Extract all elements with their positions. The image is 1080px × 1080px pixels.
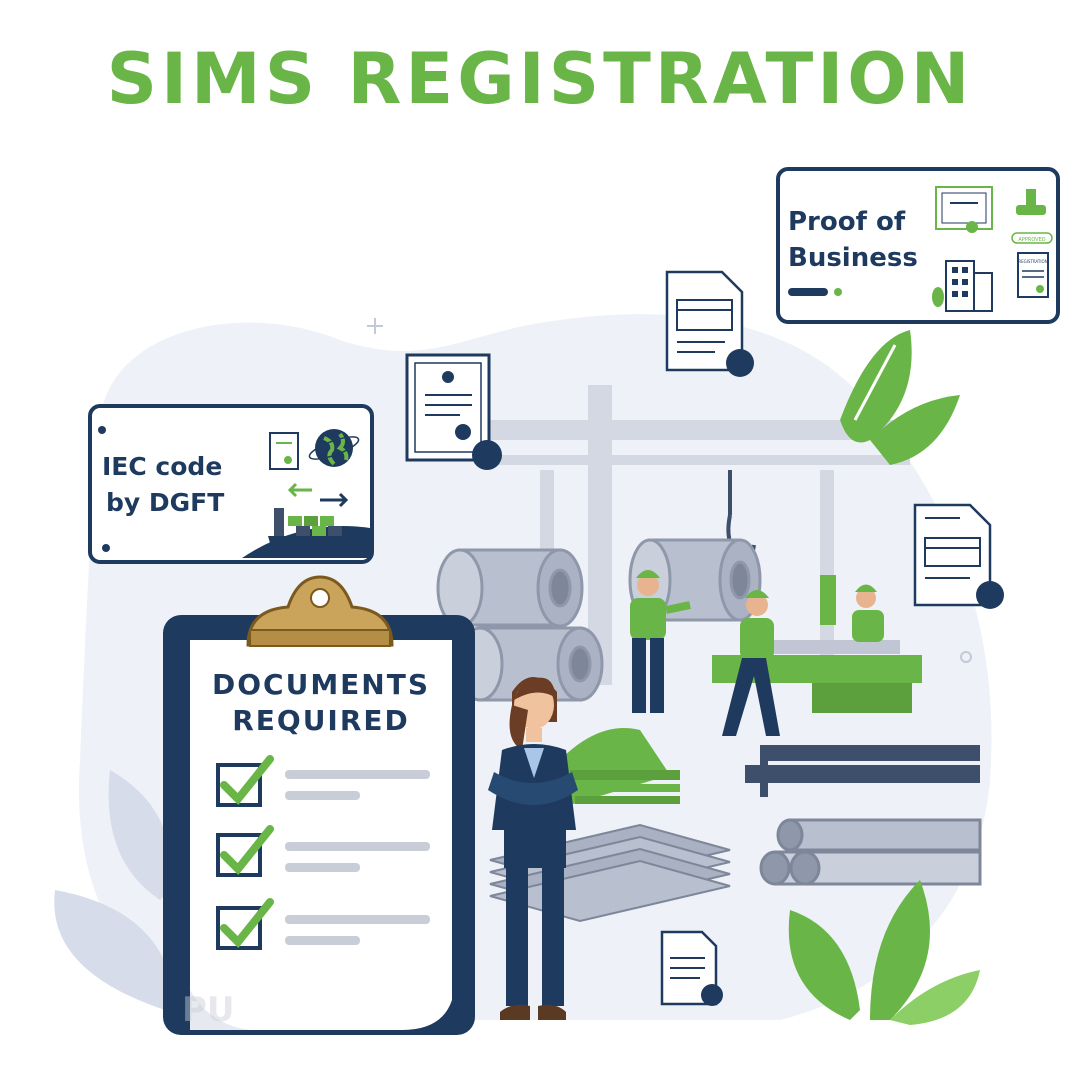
green-sheets [560, 728, 680, 805]
leaf-icon-bottom [788, 880, 980, 1025]
svg-text:REGISTRATION: REGISTRATION [1018, 259, 1047, 264]
document-icon-top [665, 270, 754, 377]
clipboard-clip [246, 575, 394, 647]
worker-2 [722, 590, 780, 736]
checkmark-icon [220, 898, 274, 948]
iec-code-card: IEC code by DGFT [88, 404, 374, 564]
worker-3 [852, 584, 884, 642]
proof-card-line2: Business [788, 243, 918, 273]
sparkle-icon [367, 318, 383, 334]
registration-doc-icon: REGISTRATION [1017, 252, 1049, 298]
checkmark-icon [220, 825, 274, 875]
checklist [216, 755, 430, 950]
document-icon-bottom [660, 930, 723, 1006]
arrows-icon [287, 482, 349, 508]
ship-icon [242, 508, 370, 558]
leaf-icon [840, 330, 960, 465]
crane-structure [480, 385, 910, 685]
check-item-2 [216, 825, 430, 877]
steel-beams [745, 745, 980, 797]
check-item-1 [216, 755, 430, 807]
iec-card-line2: by DGFT [106, 488, 225, 517]
dot-decoration [960, 651, 972, 663]
document-icon-right [913, 503, 1004, 609]
checkmark-icon [220, 755, 274, 805]
iec-card-line1: IEC code [102, 452, 223, 481]
document-icon [269, 432, 299, 470]
stamp-icon: APPROVED [1011, 189, 1053, 244]
worker-1 [630, 570, 691, 713]
watermark: PU [182, 990, 235, 1030]
check-item-3 [216, 898, 430, 950]
leaf-icon-left [54, 770, 175, 1010]
clipboard [163, 575, 475, 1035]
page-title: SIMS REGISTRATION [106, 38, 974, 120]
globe-icon [308, 429, 360, 467]
proof-of-business-card: Proof of Business APPROVED [776, 167, 1060, 324]
proof-card-line1: Proof of [788, 207, 906, 237]
svg-text:APPROVED: APPROVED [1018, 237, 1045, 243]
certificate-icon [935, 186, 993, 233]
building-icon [932, 260, 993, 312]
clipboard-title-line2: REQUIRED [232, 704, 410, 737]
businesswoman [488, 677, 578, 1020]
certificate-icon [405, 353, 502, 470]
steel-pipes [759, 818, 982, 886]
clipboard-title-line1: DOCUMENTS [211, 668, 431, 701]
